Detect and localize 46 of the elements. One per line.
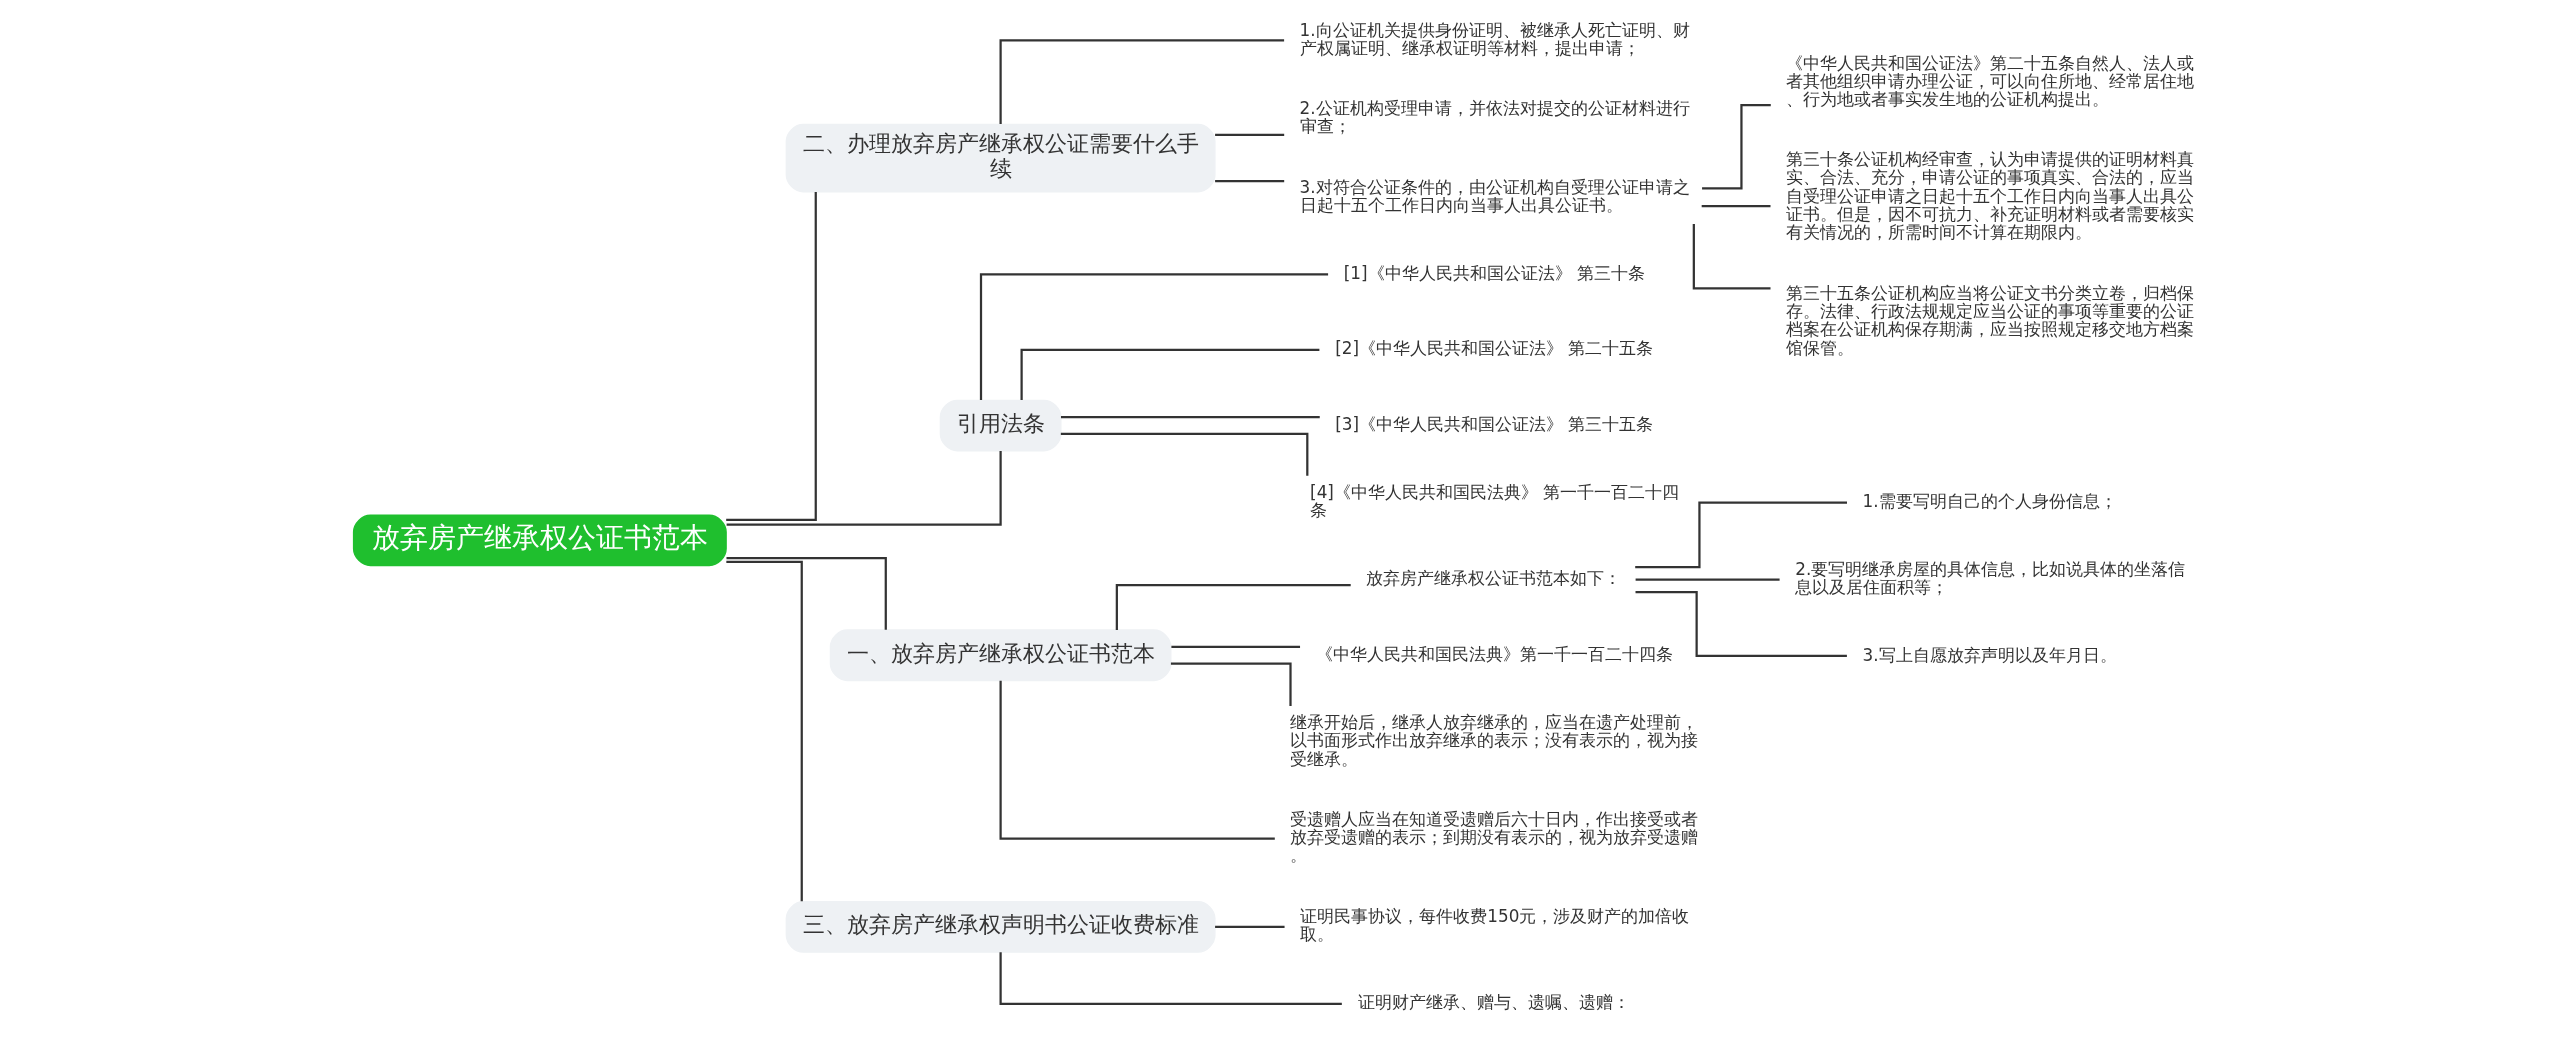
node-box: 三、放弃房产继承权声明书公证收费标准 (785, 901, 1216, 953)
node-text: 证明财产继承、赠与、遗嘱、遗赠： (1357, 992, 1630, 1013)
node-text: 2.要写明继承房屋的具体信息，比如说具体的坐落信息以及居住面积等； (1795, 558, 2186, 598)
connector (1635, 591, 1847, 658)
connector (1635, 578, 1780, 581)
node-text: 2.公证机构受理申请，并依法对提交的公证材料进行审查； (1299, 98, 1690, 137)
node-text: 第三十条公证机构经审查，认为申请提供的证明材料真实、合法、充分，申请公证的事项真实、合法的，应当自受理公证申请之日起十五个工作日内向当事人出具公证书。但是，因不可抗力、补充证明材料或者需要核实有关情况的，所需时间不计算在期限内。 (1786, 149, 2195, 243)
node-box: 放弃房产继承权公证书范本 (352, 514, 727, 567)
connector (979, 273, 1329, 400)
connector (726, 557, 887, 630)
connector (1171, 645, 1301, 648)
connector (726, 451, 1002, 526)
connector (1215, 925, 1285, 929)
node-text: 继承开始后，继承人放弃继承的，应当在遗产处理前，以书面形式作出放弃继承的表示；没有表示的，视为接受继承。 (1290, 712, 1699, 769)
node-text: 1.向公证机关提供身份证明、被继承人死亡证明、财产权属证明、继承权证明等材料，提出申请； (1299, 19, 1690, 58)
node-text: 1.需要写明自己的个人身份信息； (1862, 490, 2117, 511)
connector (1635, 501, 1847, 569)
connector (1692, 224, 1771, 290)
connector (726, 192, 817, 521)
connector (999, 952, 1342, 1006)
node-text: 第三十五条公证机构应当将公证文书分类立卷，归档保存。法律、行政法规规定应当公证的事项等重要的公证档案在公证机构保存期满，应当按照规定移交地方档案馆保管。 (1786, 282, 2195, 358)
connector (1060, 416, 1320, 419)
connector (1170, 662, 1292, 707)
node-text: 3.对符合公证条件的，由公证机构自受理公证申请之日起十五个工作日内向当事人出具公证书。 (1299, 176, 1690, 215)
node-box: 引用法条 (939, 399, 1062, 452)
node-text: 证明民事协议，每件收费150元，涉及财产的加倍收取。 (1300, 906, 1690, 945)
node-box: 二、办理放弃房产继承权公证需要什么手续 (785, 123, 1216, 193)
connector (1060, 432, 1309, 476)
node-text: 放弃房产继承权公证书范本如下： (1366, 567, 1622, 588)
connector (1115, 584, 1351, 630)
node-text: 3.写上自愿放弃声明以及年月日。 (1862, 644, 2117, 665)
connector (999, 39, 1285, 125)
connector (1020, 348, 1320, 400)
connector (1215, 180, 1285, 183)
node-text: [3]《中华人民共和国公证法》 第三十五条 (1335, 413, 1654, 434)
node-text: 《中华人民共和国民法典》第一千一百二十四条 (1315, 643, 1673, 664)
node-text: 《中华人民共和国公证法》第二十五条自然人、法人或者其他组织申请办理公证，可以向住所地、经常居住地、行为地或者事实发生地的公证机构提出。 (1786, 52, 2195, 110)
connector (726, 560, 803, 902)
connector (1215, 133, 1285, 137)
node-box: 一、放弃房产继承权公证书范本 (829, 629, 1172, 682)
connector (999, 680, 1275, 840)
node-text: 受遗赠人应当在知道受遗赠后六十日内，作出接受或者放弃受遗赠的表示；到期没有表示的，视为放弃受遗赠。 (1290, 808, 1699, 866)
node-text: [4]《中华人民共和国民法典》 第一千一百二十四条 (1310, 481, 1680, 521)
node-text: [1]《中华人民共和国公证法》 第三十条 (1343, 262, 1645, 283)
connector (1701, 205, 1771, 208)
node-text: [2]《中华人民共和国公证法》 第二十五条 (1335, 338, 1654, 359)
